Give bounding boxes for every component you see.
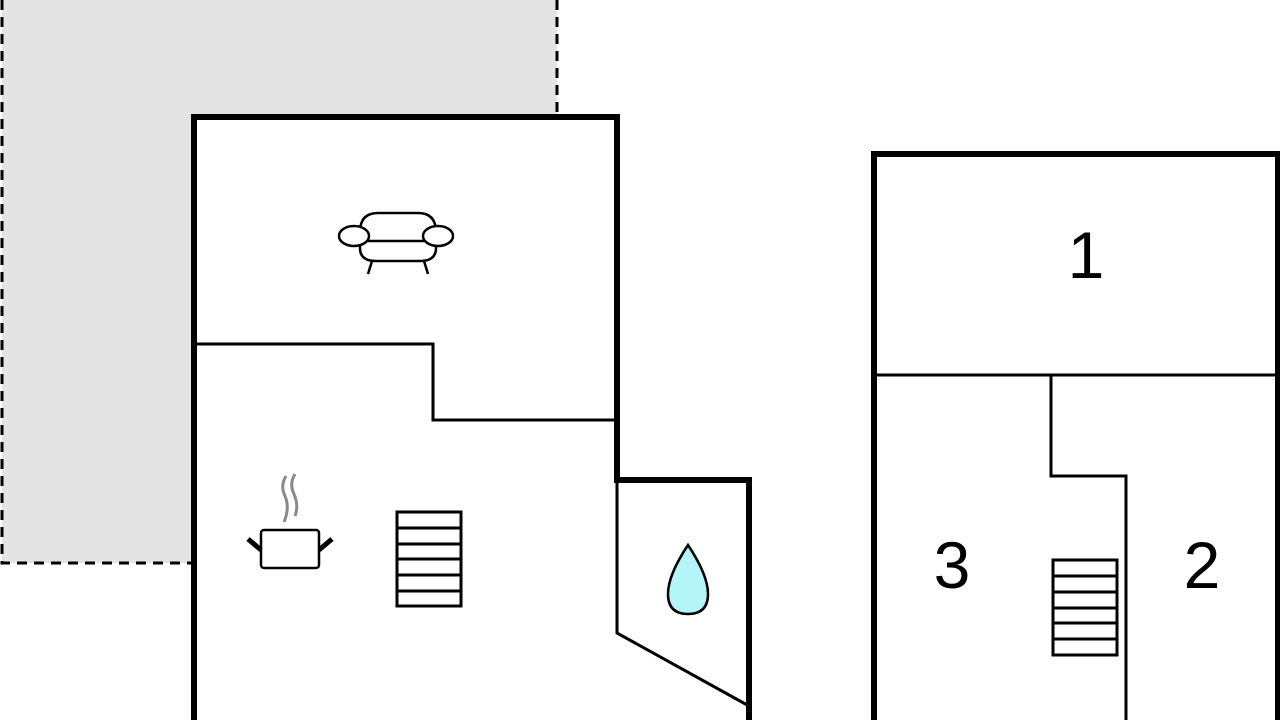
room-1-label: 1 bbox=[1068, 218, 1105, 292]
room-3-label: 3 bbox=[934, 528, 971, 602]
outer-walls bbox=[191, 114, 752, 720]
stairs-icon bbox=[395, 510, 463, 608]
bathroom-wall bbox=[615, 480, 750, 708]
water-drop-icon bbox=[666, 542, 710, 616]
stairs-icon bbox=[1051, 558, 1119, 657]
cooking-pot-icon bbox=[246, 473, 334, 570]
sofa-icon bbox=[337, 211, 455, 275]
room-2-label: 2 bbox=[1184, 528, 1221, 602]
upper-floor: 1 3 2 bbox=[871, 151, 1280, 720]
ground-floor bbox=[191, 114, 752, 720]
interior-wall bbox=[194, 342, 617, 422]
